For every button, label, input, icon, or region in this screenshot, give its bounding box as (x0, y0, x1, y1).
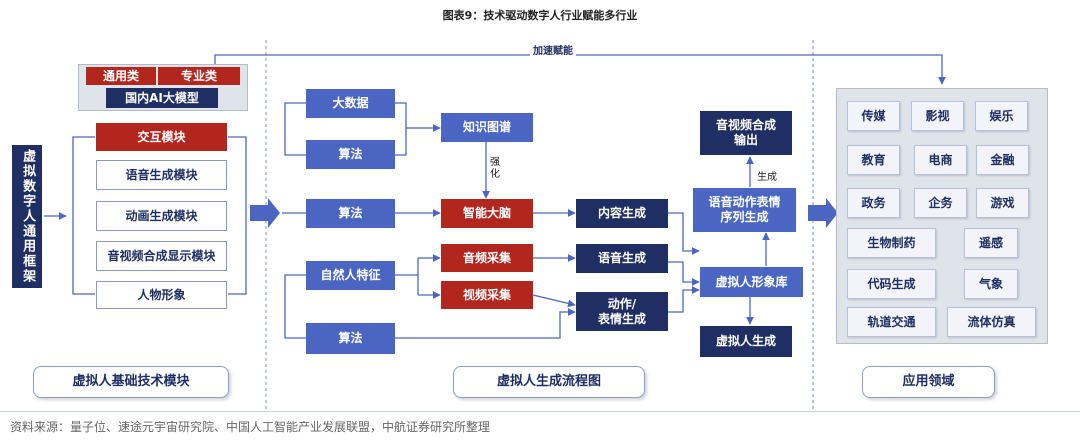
framework-vertical-title: 虚拟数字人通用框架 (12, 145, 42, 288)
motion-expression-gen-box: 动作/ 表情生成 (576, 292, 668, 331)
source-note: 资料来源：量子位、速途元宇宙研究院、中国人工智能产业发展联盟，中航证券研究所整理 (10, 420, 491, 434)
footer-divider (0, 411, 1080, 412)
section-label-left: 虚拟人基础技术模块 (33, 366, 229, 398)
app-remote-sensing: 遥感 (964, 228, 1018, 258)
app-ecommerce: 电商 (914, 145, 967, 175)
tab-professional: 专业类 (158, 67, 240, 85)
app-media: 传媒 (847, 101, 900, 131)
sequence-gen-box: 语音动作表情 序列生成 (693, 188, 796, 232)
content-gen-box: 内容生成 (576, 199, 668, 228)
app-biopharma: 生物制药 (847, 228, 936, 258)
app-meteorology: 气象 (964, 269, 1018, 299)
avatar-gen-box: 虚拟人生成 (700, 326, 792, 357)
voice-gen-module: 语音生成模块 (96, 160, 227, 190)
tab-general: 通用类 (86, 67, 156, 85)
app-rail-transit: 轨道交通 (847, 307, 936, 337)
chart-title: 图表9：技术驱动数字人行业赋能多行业 (442, 9, 638, 22)
app-education: 教育 (847, 145, 900, 175)
section-label-right: 应用领域 (862, 366, 995, 398)
generate-label: 生成 (757, 172, 777, 183)
voice-gen-box: 语音生成 (576, 244, 668, 273)
app-gaming: 游戏 (976, 188, 1029, 218)
video-capture-box: 视频采集 (441, 281, 533, 309)
algorithm-box-1: 算法 (306, 140, 395, 169)
app-enterprise: 企务 (914, 188, 967, 218)
section-label-middle: 虚拟人生成流程图 (453, 366, 645, 398)
av-output-box: 音视频合成 输出 (700, 111, 792, 155)
app-film: 影视 (911, 101, 964, 131)
avatar-library-box: 虚拟人形象库 (700, 267, 803, 297)
algorithm-box-3: 算法 (306, 323, 395, 354)
big-data-box: 大数据 (306, 89, 395, 118)
app-fluid-simulation: 流体仿真 (947, 307, 1036, 337)
av-display-module: 音视频合成显示模块 (96, 241, 227, 271)
interaction-module: 交互模块 (96, 123, 227, 151)
accelerate-label: 加速赋能 (530, 42, 576, 57)
app-code-gen: 代码生成 (847, 269, 936, 299)
ai-model-box: 国内AI大模型 (106, 88, 218, 108)
natural-features-box: 自然人特征 (306, 261, 395, 290)
algorithm-box-2: 算法 (306, 199, 395, 228)
smart-brain-box: 智能大脑 (441, 199, 533, 228)
audio-capture-box: 音频采集 (441, 244, 533, 272)
app-government: 政务 (847, 188, 900, 218)
character-image-module: 人物形象 (96, 281, 227, 309)
app-finance: 金融 (976, 145, 1029, 175)
strengthen-label: 强化 (490, 157, 500, 180)
knowledge-graph-box: 知识图谱 (441, 113, 533, 142)
animation-gen-module: 动画生成模块 (96, 201, 227, 231)
app-entertainment: 娱乐 (975, 101, 1028, 131)
